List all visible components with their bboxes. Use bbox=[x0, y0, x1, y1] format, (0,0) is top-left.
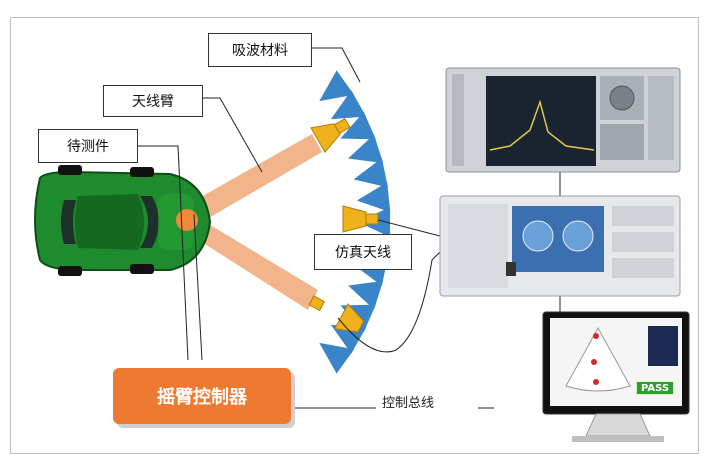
horn-antenna-lower bbox=[308, 295, 365, 333]
horn-antenna-upper bbox=[310, 117, 351, 153]
absorber-cone bbox=[319, 70, 355, 102]
callout-sim-antenna: 仿真天线 bbox=[314, 234, 412, 270]
diagram-frame bbox=[10, 17, 699, 454]
car-hood bbox=[158, 194, 194, 250]
leader-dut-2 bbox=[193, 213, 203, 361]
cable-sim-antenna bbox=[377, 219, 441, 237]
absorber-cone bbox=[319, 342, 355, 374]
control-bus-label: 控制总线 bbox=[376, 395, 441, 413]
car-front-wheel-bottom bbox=[130, 264, 154, 274]
leader-arm bbox=[203, 97, 263, 173]
beam-lower bbox=[180, 208, 318, 310]
absorber-cone bbox=[330, 90, 367, 120]
antenna-arm-beams bbox=[178, 134, 322, 310]
absorber-cone bbox=[356, 182, 391, 213]
monitor-icon bbox=[542, 311, 690, 442]
spectrum-analyzer-icon bbox=[445, 67, 681, 173]
absorber-cone bbox=[340, 111, 376, 140]
car-cabin bbox=[75, 194, 144, 250]
car-rear-wheel-bottom bbox=[58, 266, 82, 276]
leader-dut-1 bbox=[138, 145, 189, 361]
absorber-cone bbox=[348, 280, 384, 310]
callout-antenna-arm: 天线臂 bbox=[103, 85, 203, 117]
connection-lines bbox=[138, 47, 561, 409]
sim-antenna-horn bbox=[342, 205, 379, 233]
cable-arm-to-instrument bbox=[337, 251, 441, 353]
callout-dut: 待测件 bbox=[38, 129, 138, 163]
arm-controller-block: 摇臂控制器 bbox=[113, 368, 291, 424]
car-rear-window bbox=[61, 200, 76, 244]
car-windshield bbox=[140, 196, 159, 248]
absorber-cone bbox=[353, 158, 388, 188]
absorber-cone bbox=[348, 134, 384, 164]
car-dut-icon bbox=[34, 165, 212, 276]
pass-badge: PASS bbox=[636, 381, 674, 395]
car-front-wheel-top bbox=[130, 167, 154, 177]
car-rear-wheel-top bbox=[58, 165, 82, 175]
signal-simulator-icon bbox=[439, 195, 681, 297]
beam-upper bbox=[178, 134, 322, 230]
callout-absorber: 吸波材料 bbox=[208, 33, 312, 67]
leader-absorber bbox=[312, 47, 361, 83]
